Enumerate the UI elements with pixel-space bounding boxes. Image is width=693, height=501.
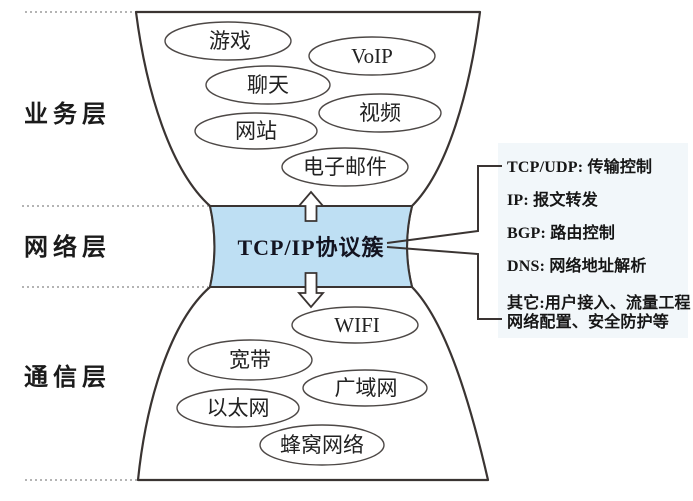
network-band xyxy=(208,205,414,288)
annotation-line-bgp: BGP: 路由控制 xyxy=(507,225,616,242)
annotation-line-tcp-udp: TCP/UDP: 传输控制 xyxy=(507,159,653,176)
callout-bracket-upper xyxy=(386,165,502,244)
callout-bracket-lower xyxy=(386,246,502,320)
annotation-box: TCP/UDP: 传输控制 IP: 报文转发 BGP: 路由控制 DNS: 网络… xyxy=(498,143,691,338)
bubble-label-broadband: 宽带 xyxy=(229,348,271,372)
layer-label-business: 业务层 xyxy=(24,101,111,128)
down-arrow-icon xyxy=(297,272,325,309)
layer-label-network: 网络层 xyxy=(24,234,111,261)
bubble-cellular-ellipse xyxy=(259,424,385,466)
bubble-label-wifi: WIFI xyxy=(334,313,380,337)
bubble-games-ellipse xyxy=(164,21,292,61)
bubble-website-ellipse xyxy=(194,112,318,150)
layer-label-communication: 通信层 xyxy=(24,364,111,391)
annotation-line-other-2: 网络配置、安全防护等 xyxy=(507,314,670,331)
bubble-label-website: 网站 xyxy=(235,119,277,143)
core-protocol-label: TCP/IP协议簇 xyxy=(237,235,385,260)
up-arrow-icon xyxy=(297,190,325,222)
bubble-wan-ellipse xyxy=(302,369,428,407)
annotation-line-ip: IP: 报文转发 xyxy=(507,192,598,209)
bubble-ethernet-ellipse xyxy=(176,388,300,428)
bubble-label-video: 视频 xyxy=(359,101,401,125)
bubble-video-ellipse xyxy=(318,93,442,133)
annotation-line-other: 其它:用户接入、流量工程 xyxy=(507,295,691,312)
bubble-label-cellular: 蜂窝网络 xyxy=(280,433,364,457)
annotation-line-dns: DNS: 网络地址解析 xyxy=(507,258,647,275)
bubble-broadband-ellipse xyxy=(187,339,313,381)
bubble-wifi-ellipse xyxy=(291,306,419,344)
bubble-voip-ellipse xyxy=(308,36,436,76)
bubble-label-games: 游戏 xyxy=(209,29,251,53)
annotation-box-bg xyxy=(498,143,688,338)
bubble-label-chat: 聊天 xyxy=(247,73,289,97)
bubble-email-ellipse xyxy=(281,147,409,187)
bubble-chat-ellipse xyxy=(205,65,331,105)
bubble-label-wan: 广域网 xyxy=(334,376,398,400)
bubble-label-email: 电子邮件 xyxy=(303,155,387,179)
bubble-label-voip: VoIP xyxy=(351,44,393,68)
bubble-label-ethernet: 以太网 xyxy=(206,396,270,420)
